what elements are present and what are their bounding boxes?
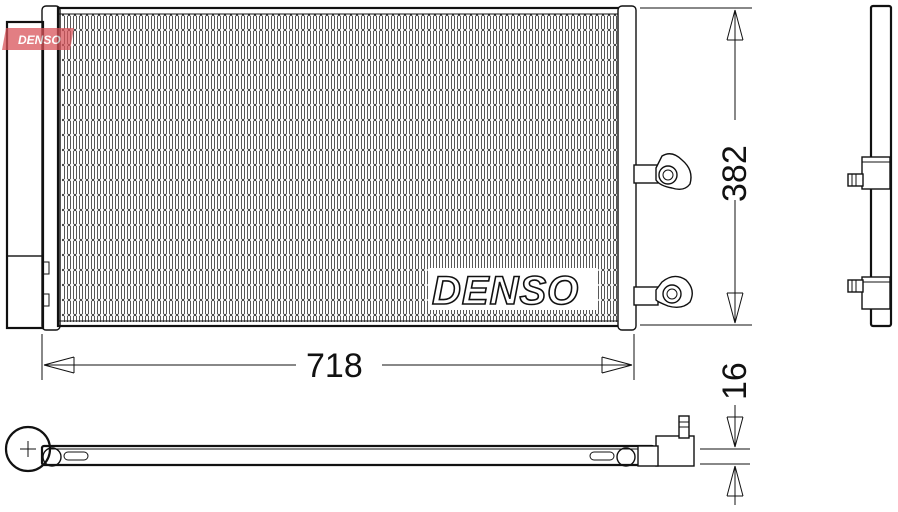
right-tank: [617, 5, 637, 331]
width-arrow-left: [43, 356, 75, 374]
height-arrow-bottom: [726, 292, 744, 324]
top-view-left-tank: [42, 447, 62, 467]
width-dimension: 718: [41, 334, 635, 385]
width-value: 718: [306, 347, 363, 385]
logo-backing: [428, 268, 598, 310]
top-view-connector-collar: [637, 445, 659, 467]
top-view-right-tank: [616, 447, 636, 467]
upper-pipe-connector: [633, 153, 692, 191]
top-view-right-slot: [589, 451, 615, 461]
top-view-left-slot: [63, 451, 89, 461]
bracket-tab-top: [42, 261, 50, 275]
front-view: DENSO DENSO: [2, 5, 693, 331]
brand-logo: DENSO: [432, 269, 579, 313]
watermark: DENSO: [2, 28, 74, 50]
receiver-drier: [5, 20, 45, 330]
watermark-text: DENSO: [18, 33, 61, 47]
height-value: 382: [716, 145, 754, 202]
side-view: [847, 4, 893, 328]
top-view-receiver-center: [20, 441, 36, 457]
height-dimension: 382: [640, 7, 754, 326]
depth-dimension: 16: [700, 362, 754, 505]
depth-arrow-top: [726, 416, 744, 448]
lower-pipe-connector: [633, 275, 693, 309]
depth-arrow-bottom: [726, 465, 744, 497]
receiver-bracket: [6, 255, 44, 329]
height-arrow-top: [726, 9, 744, 41]
width-arrow-right: [601, 356, 633, 374]
top-view: [4, 415, 695, 473]
bracket-tab-bottom: [42, 293, 50, 307]
top-view-connector-block: [655, 435, 695, 467]
depth-value: 16: [716, 362, 754, 400]
